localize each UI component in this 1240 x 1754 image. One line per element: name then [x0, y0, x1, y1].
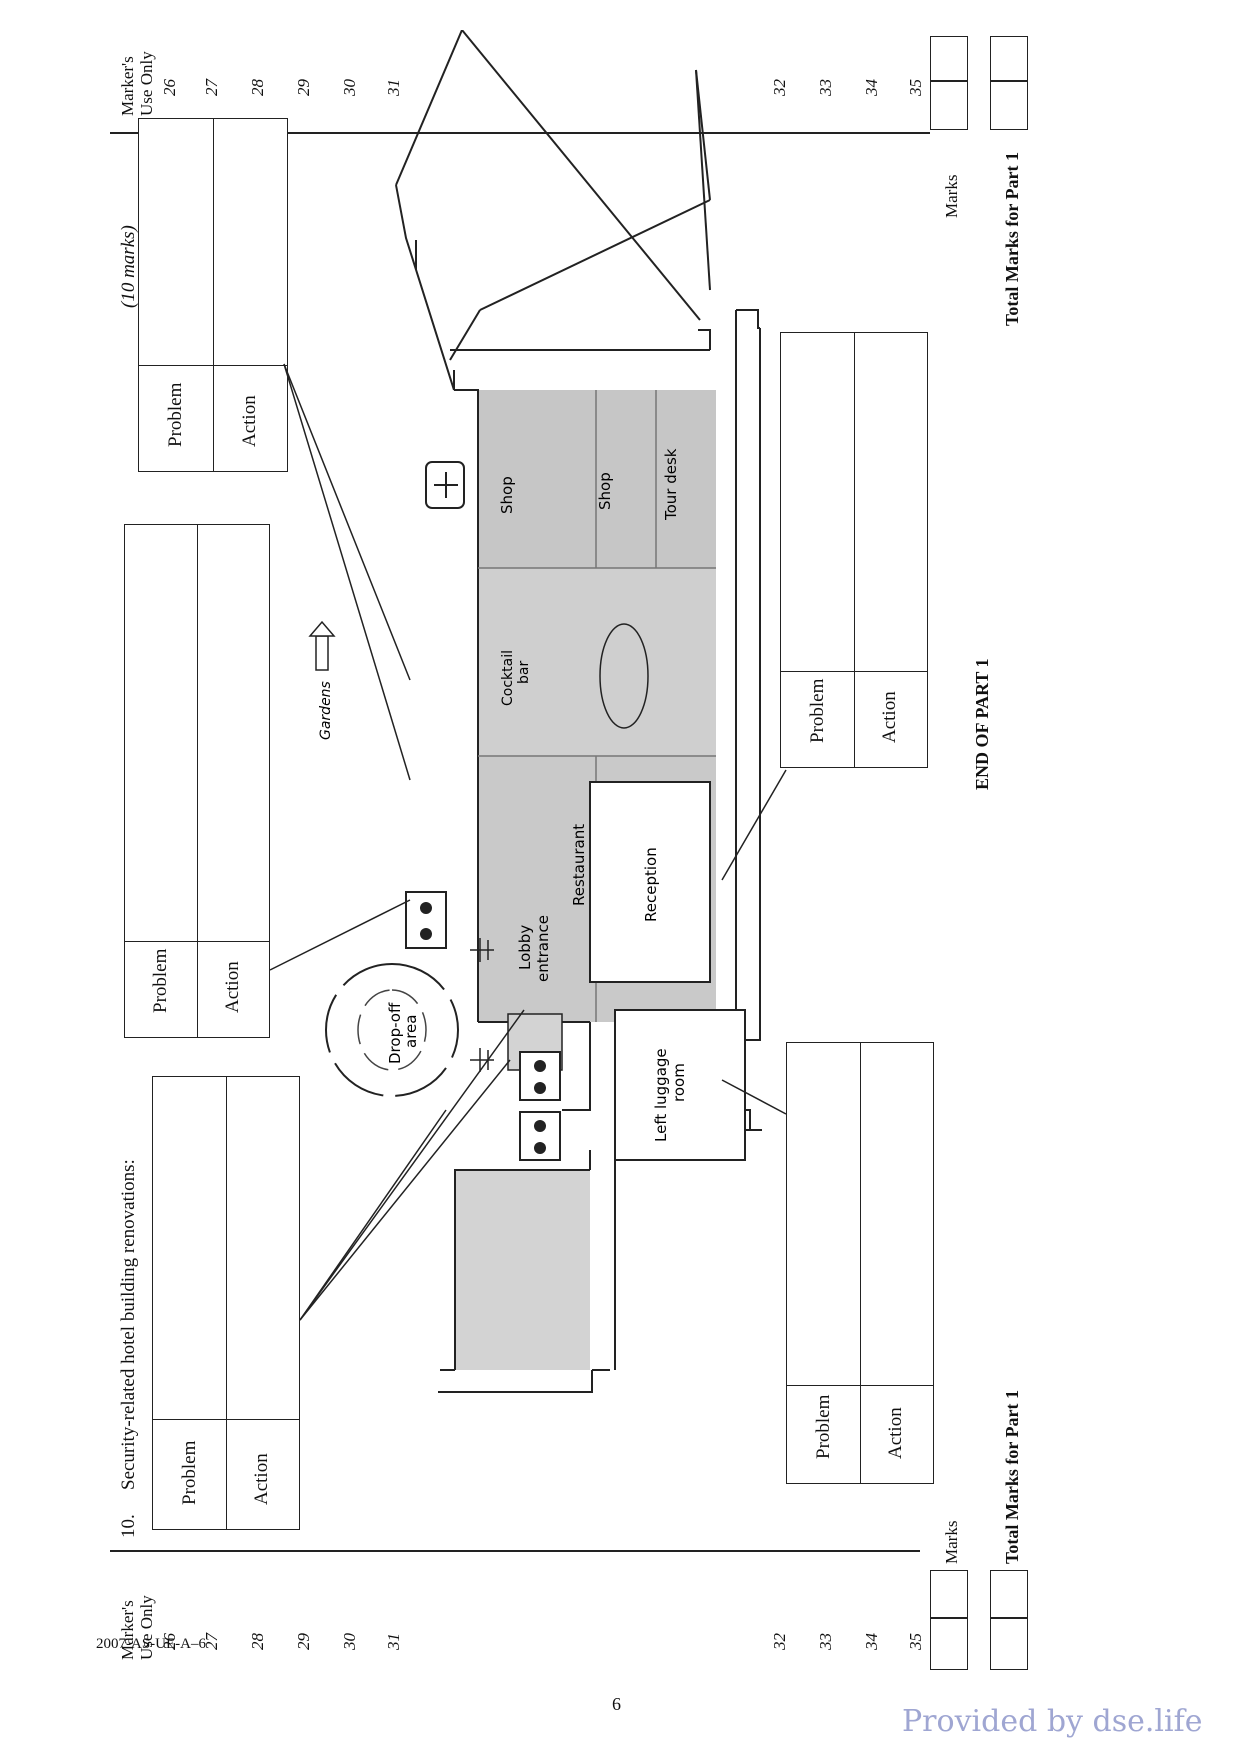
marks-label-right: Marks: [942, 174, 961, 218]
page-number: 6: [612, 1694, 621, 1714]
drop-off-label-line2: area: [402, 1015, 420, 1048]
plant-icon: [470, 938, 494, 962]
shaded-bar: [478, 568, 716, 756]
marks-box-divider: [931, 1617, 967, 1619]
total-marks-label-left: Total Marks for Part 1: [1002, 1390, 1022, 1564]
provided-by-watermark[interactable]: Provided by dse.life: [902, 1704, 1203, 1739]
total-marks-box-divider: [991, 80, 1027, 82]
toilet-icon: [519, 1051, 561, 1101]
left-luggage-label-line1: Left luggage: [652, 1048, 670, 1142]
marks-box-divider: [931, 80, 967, 82]
walls: [395, 30, 762, 1393]
cocktail-label-line1: Cocktail: [500, 650, 516, 706]
reception-label: Reception: [642, 847, 660, 922]
left-luggage-label-line2: room: [670, 1063, 688, 1102]
shop-2-label: Shop: [596, 472, 614, 510]
drop-off-label-line1: Drop-off: [386, 1002, 404, 1064]
lobby-label-line2: entrance: [534, 915, 552, 982]
marks-box-left[interactable]: [930, 1570, 968, 1670]
reception-box: [589, 781, 711, 983]
drop-off-circle: [325, 963, 459, 1097]
restaurant-label: Restaurant: [570, 824, 588, 906]
toilet-icon: [405, 891, 447, 949]
rotated-exam-page: Marker's Use Only 26 27 28 29 30 31 32 3…: [110, 30, 1140, 1670]
info-sign-icon: [425, 461, 465, 509]
cocktail-bar-ellipse: [599, 623, 649, 729]
total-marks-box-left[interactable]: [990, 1570, 1028, 1670]
shop-1-label: Shop: [498, 476, 516, 514]
tour-desk-label: Tour desk: [662, 448, 680, 521]
gardens-arrow-icon: [308, 620, 336, 671]
total-marks-label-right: Total Marks for Part 1: [1002, 152, 1022, 326]
paper-code: 2007-AS-UE-A–6: [96, 1636, 206, 1652]
gardens-label: Gardens: [318, 681, 334, 740]
shaded-toilets-block: [455, 1170, 590, 1370]
total-marks-box-right[interactable]: [990, 36, 1028, 130]
lobby-label-line1: Lobby: [516, 925, 534, 970]
cocktail-label-line2: bar: [516, 661, 532, 684]
toilet-icon: [519, 1111, 561, 1161]
hotel-floor-plan: Gardens Drop-off area Lobby entrance Lef…: [269, 30, 787, 1393]
pointer-lines: [269, 363, 787, 1321]
left-luggage-box: [614, 1009, 746, 1161]
marks-box-right[interactable]: [930, 36, 968, 130]
end-of-part-label: END OF PART 1: [972, 658, 992, 790]
drop-off-inner: [357, 989, 427, 1071]
marks-label-left: Marks: [942, 1520, 961, 1564]
total-marks-box-divider: [991, 1617, 1027, 1619]
